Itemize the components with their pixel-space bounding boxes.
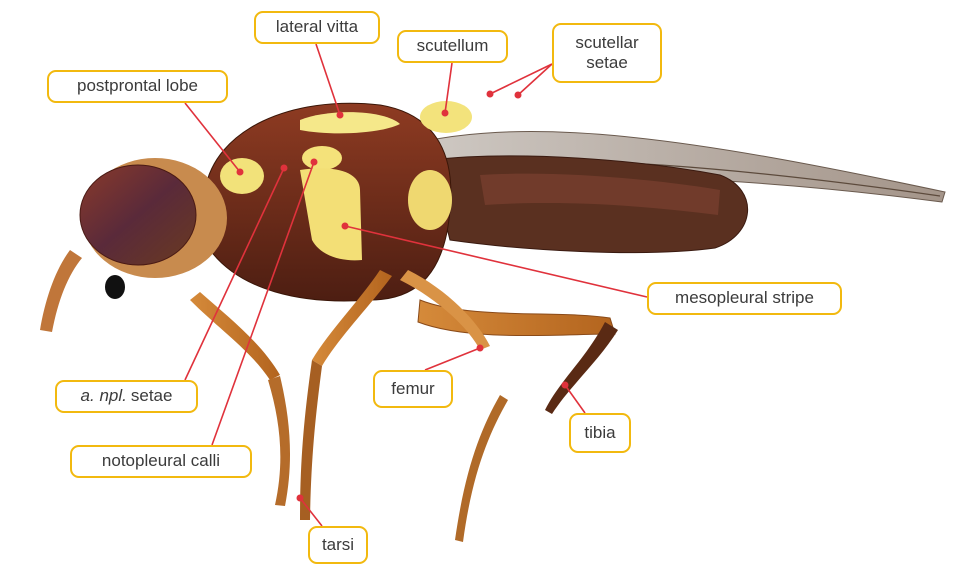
label-femur-text: femur — [391, 379, 434, 399]
front-leg — [190, 292, 280, 380]
label-mesopleural-stripe-text: mesopleural stripe — [675, 288, 814, 308]
dot-mesopleural-stripe — [342, 223, 349, 230]
label-notopleural-calli-text: notopleural calli — [102, 451, 220, 471]
dot-femur — [477, 345, 484, 352]
dot-scutellar-setae-a — [487, 91, 494, 98]
label-a-npl-setae-italic: a. npl. — [81, 386, 127, 406]
hind-leg-tibia — [545, 322, 618, 414]
antenna — [40, 250, 82, 332]
dot-a-npl-setae — [281, 165, 288, 172]
hind-leg-tarsus — [455, 395, 508, 542]
dot-notopleural-calli — [311, 159, 318, 166]
label-mesopleural-stripe: mesopleural stripe — [647, 282, 842, 315]
dot-tarsi — [297, 495, 304, 502]
front-tarsus — [268, 376, 290, 506]
middle-tarsus — [300, 360, 322, 520]
leader-tibia — [565, 385, 585, 413]
dot-scutellar-setae-b — [515, 92, 522, 99]
dot-postprontal-lobe — [237, 169, 244, 176]
compound-eye — [80, 165, 196, 265]
leader-postprontal-lobe — [185, 103, 240, 172]
label-tarsi: tarsi — [308, 526, 368, 564]
label-scutellar-setae-line1: scutellar — [575, 33, 638, 53]
notopleural-callus-mark — [302, 146, 342, 170]
label-lateral-vitta-text: lateral vitta — [276, 17, 358, 37]
label-postprontal-lobe: postprontal lobe — [47, 70, 228, 103]
label-tibia: tibia — [569, 413, 631, 453]
leader-scutellar-setae-b — [518, 64, 552, 95]
label-notopleural-calli: notopleural calli — [70, 445, 252, 478]
dot-tibia — [562, 382, 569, 389]
postpronotal-lobe-mark — [220, 158, 264, 194]
label-tarsi-text: tarsi — [322, 535, 354, 555]
label-scutellum-text: scutellum — [417, 36, 489, 56]
label-scutellar-setae-line2: setae — [586, 53, 628, 73]
hypopleural-mark — [408, 170, 452, 230]
label-tibia-text: tibia — [584, 423, 615, 443]
label-scutellum: scutellum — [397, 30, 508, 63]
dot-lateral-vitta — [337, 112, 344, 119]
label-femur: femur — [373, 370, 453, 408]
dot-scutellum — [442, 110, 449, 117]
label-lateral-vitta: lateral vitta — [254, 11, 380, 44]
eye-spot — [105, 275, 125, 299]
label-postprontal-lobe-text: postprontal lobe — [77, 76, 198, 96]
leader-scutellar-setae-a — [490, 64, 552, 94]
label-a-npl-setae: a. npl. setae — [55, 380, 198, 413]
label-a-npl-setae-rest: setae — [131, 386, 173, 406]
leader-femur — [425, 348, 480, 370]
label-scutellar-setae: scutellar setae — [552, 23, 662, 83]
